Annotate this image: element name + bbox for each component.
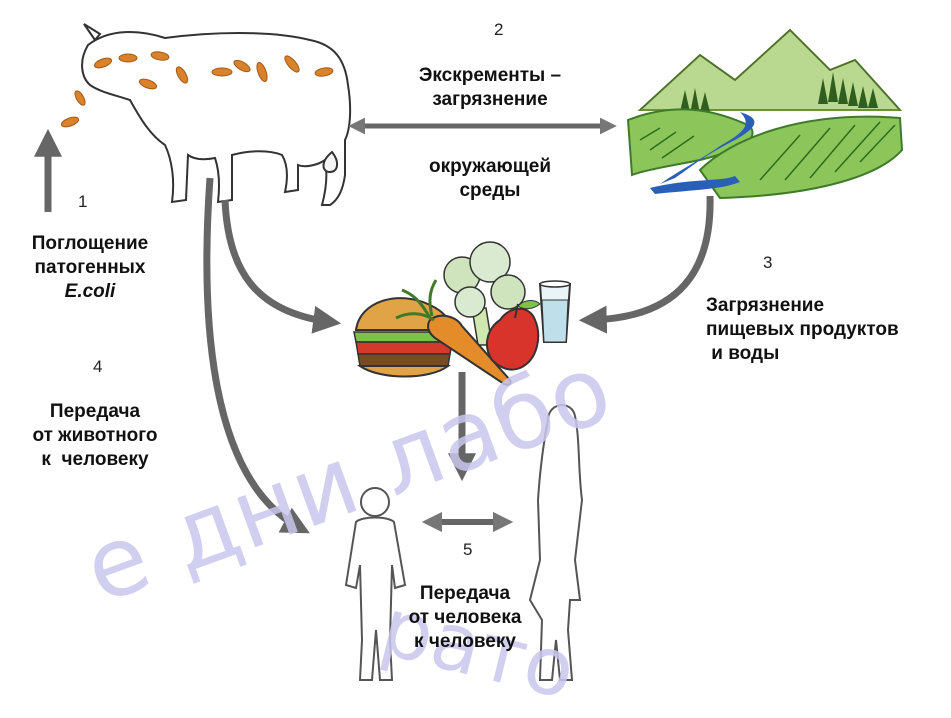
step-5-line: Передача (395, 582, 535, 606)
water-glass-icon (540, 281, 570, 342)
step-number-2: 2 (494, 20, 503, 40)
food-icon (354, 242, 570, 385)
step-1-pathogen: E.coli (10, 280, 170, 304)
apple-icon (487, 301, 540, 370)
step-2-label-top: Экскременты – загрязнение (385, 64, 595, 112)
step-number-4: 4 (93, 357, 102, 377)
step-3-line: и воды (706, 342, 946, 366)
step-4-label: Передача от животного к человеку (5, 400, 185, 472)
step-3-label: Загрязнение пищевых продуктов и воды (706, 294, 946, 366)
step-2-line: Экскременты – (385, 64, 595, 88)
step-1-line: Поглощение (10, 232, 170, 256)
step-4-line: Передача (5, 400, 185, 424)
step-number-5: 5 (463, 540, 472, 560)
step-5-line: к человеку (395, 630, 535, 654)
step-number-3: 3 (763, 253, 772, 273)
step-1-label: Поглощение патогенных E.coli (10, 232, 170, 304)
woman-silhouette-icon (530, 405, 582, 680)
arrow-cow-to-man (207, 178, 300, 528)
step-4-line: от животного (5, 424, 185, 448)
cow-icon (60, 24, 350, 205)
step-1-line: патогенных (10, 256, 170, 280)
step-5-label: Передача от человека к человеку (395, 582, 535, 654)
step-4-line: к человеку (5, 448, 185, 472)
landscape-icon (628, 30, 902, 198)
step-3-line: Загрязнение (706, 294, 946, 318)
step-2-line: среды (385, 179, 595, 203)
step-2-line: загрязнение (385, 88, 595, 112)
step-2-line: окружающей (385, 155, 595, 179)
arrow-3 (590, 196, 710, 320)
step-2-label-bottom: окружающей среды (385, 155, 595, 203)
step-number-1: 1 (78, 192, 87, 212)
step-5-line: от человека (395, 606, 535, 630)
arrow-cow-to-food (225, 200, 330, 322)
step-3-line: пищевых продуктов (706, 318, 946, 342)
diagram: е дни лабо рато 1 2 3 4 5 Поглощение пат… (0, 0, 951, 691)
